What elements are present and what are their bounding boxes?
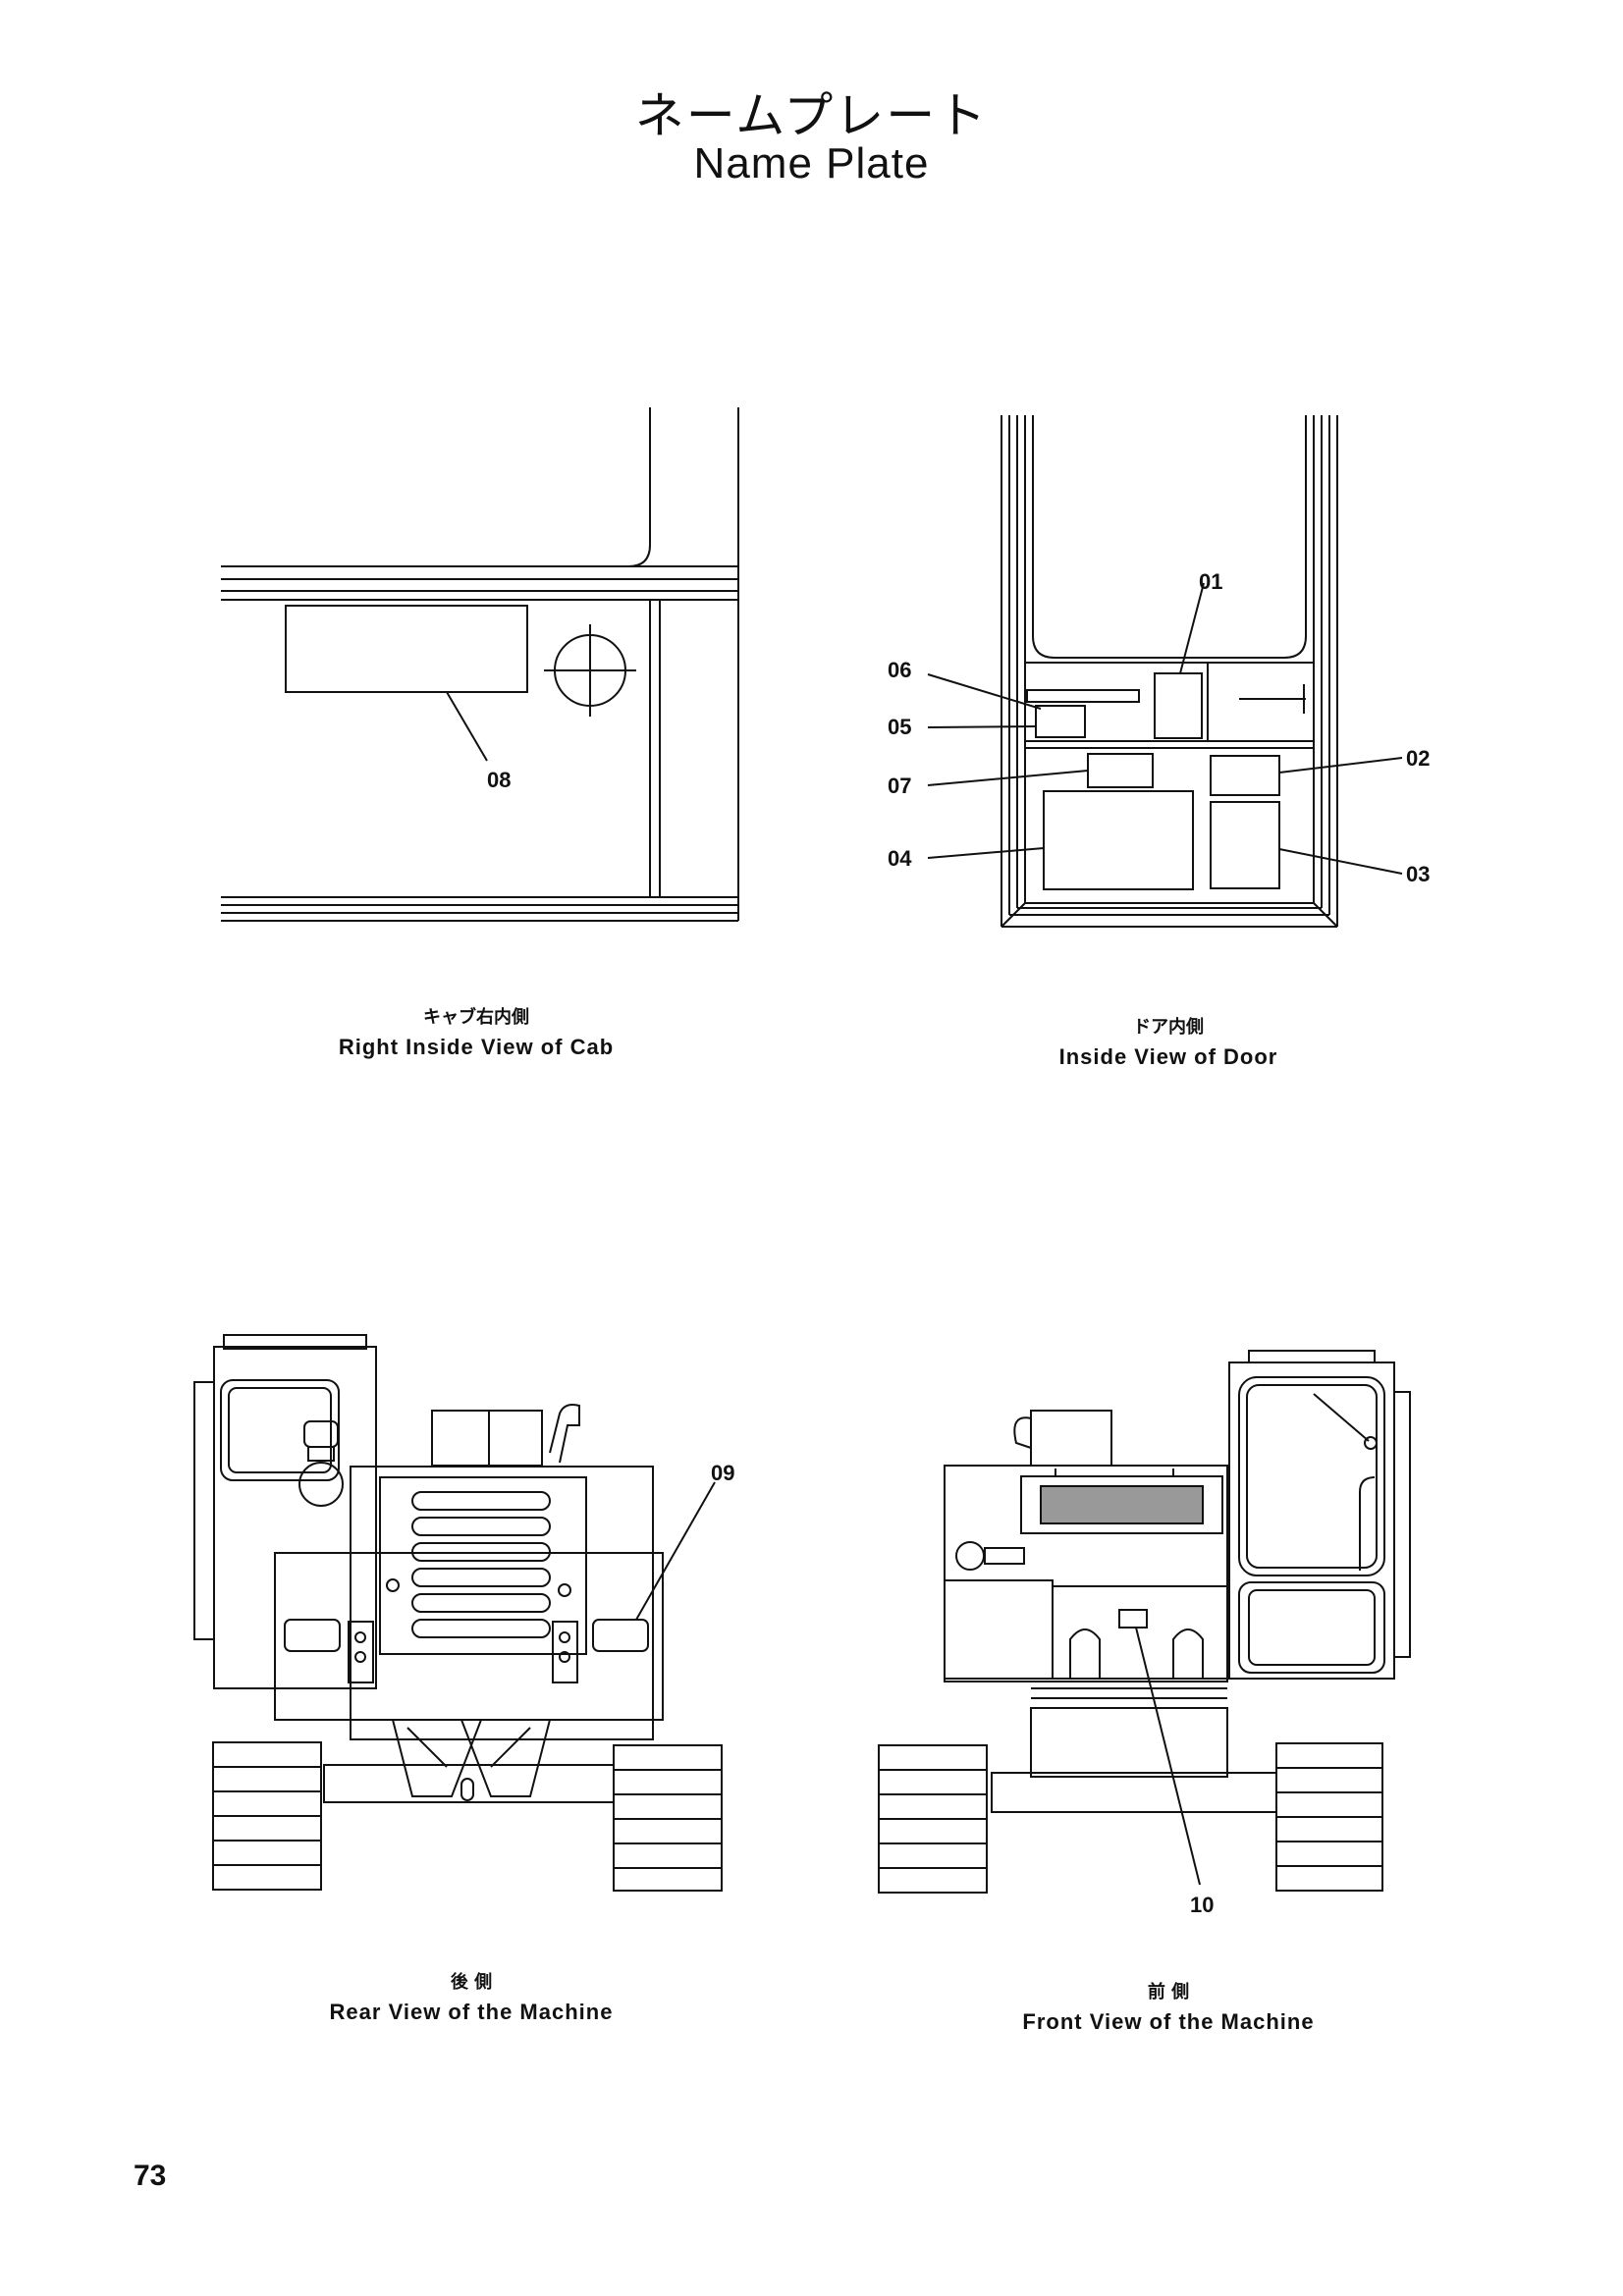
- callout-04: 04: [888, 846, 912, 871]
- callout-09: 09: [711, 1461, 734, 1485]
- page-title-english: Name Plate: [693, 139, 930, 187]
- callout-07: 07: [888, 774, 911, 798]
- callout-06: 06: [888, 658, 911, 682]
- caption-jp: ドア内側: [1133, 1017, 1204, 1038]
- page-number: 73: [134, 2160, 167, 2192]
- plate-08: [285, 605, 528, 693]
- door-stripe: [1026, 689, 1140, 703]
- caption-jp: 前 側: [1147, 1982, 1190, 2002]
- caption-jp: キャブ右内側: [423, 1007, 529, 1028]
- caption-door-inside: ドア内側 Inside View of Door: [972, 1013, 1365, 1070]
- page-title-japanese: ネームプレート: [634, 87, 989, 144]
- caption-front-view: 前 側 Front View of the Machine: [952, 1978, 1384, 2035]
- callout-03: 03: [1406, 862, 1430, 886]
- plate-07: [1087, 753, 1154, 788]
- plate-09: [592, 1619, 649, 1652]
- caption-en: Inside View of Door: [1058, 1044, 1278, 1069]
- machine-rear-view: [193, 1334, 723, 1892]
- caption-en: Right Inside View of Cab: [338, 1035, 615, 1059]
- callout-05: 05: [888, 715, 911, 739]
- plate-05: [1035, 705, 1086, 738]
- caption-en: Front View of the Machine: [1022, 2009, 1315, 2034]
- caption-jp: 後 側: [450, 1972, 493, 1993]
- plate-03: [1210, 801, 1280, 889]
- door-inside-view: [927, 415, 1403, 928]
- cab-right-inside-view: [221, 407, 739, 922]
- callout-10: 10: [1190, 1893, 1214, 1917]
- plate-04: [1043, 790, 1194, 890]
- caption-rear-view: 後 側 Rear View of the Machine: [265, 1968, 677, 2025]
- plate-01: [1154, 672, 1203, 739]
- callout-08: 08: [487, 768, 511, 792]
- plate-10: [1118, 1609, 1148, 1629]
- caption-cab-right: キャブ右内側 Right Inside View of Cab: [265, 1003, 687, 1060]
- caption-en: Rear View of the Machine: [329, 2000, 614, 2024]
- machine-front-view: [878, 1350, 1411, 1894]
- callout-01: 01: [1199, 569, 1222, 594]
- plate-02: [1210, 755, 1280, 796]
- callout-02: 02: [1406, 746, 1430, 771]
